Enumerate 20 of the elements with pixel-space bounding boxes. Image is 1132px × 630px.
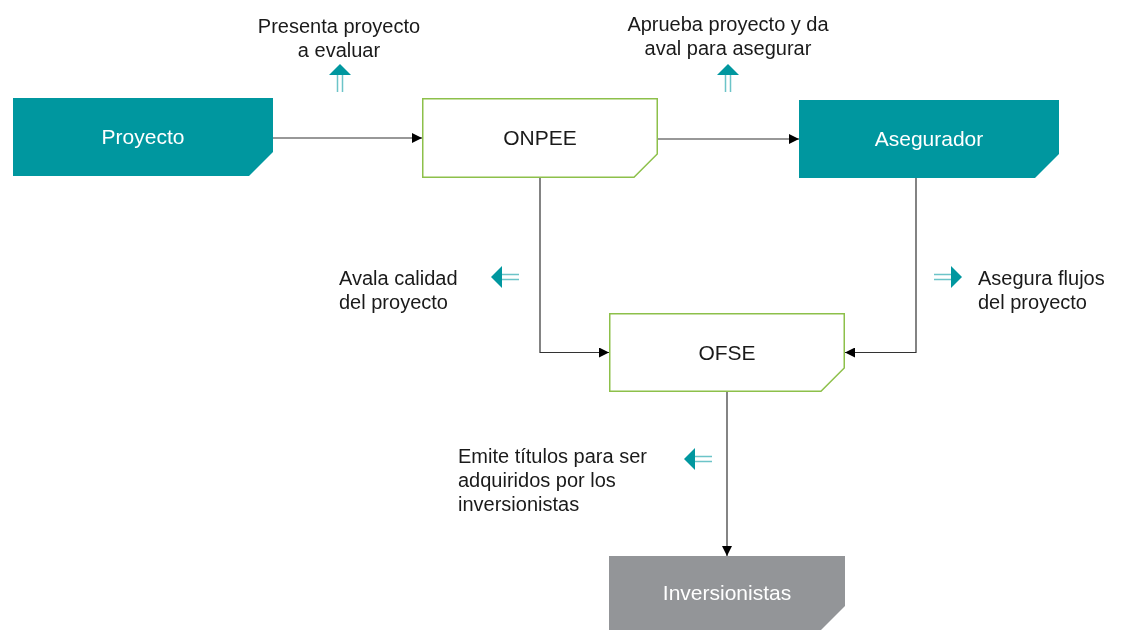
process-box [609,556,845,630]
process-box [422,98,658,178]
arrow [657,134,800,144]
arrow [539,177,610,358]
edge-label: Emite títulos para ser adquiridos por los inversionistas [458,444,648,516]
edge-label: Presenta proyecto a evaluar [256,14,422,62]
edge-label: Avala calidad del proyecto [339,266,459,314]
box-label: Asegurador [874,127,984,151]
arrow [272,133,423,143]
edge-label: Aprueba proyecto y da aval para asegurar [626,12,830,60]
arrow [722,391,732,557]
box-label: OFSE [698,340,756,365]
edge-label: Asegura flujos del proyecto [978,266,1106,314]
arrow [844,177,917,358]
process-box [609,313,845,392]
box-label: Proyecto [101,125,185,149]
process-box [799,100,1059,178]
box-label: Inversionistas [662,581,792,605]
process-box [13,98,273,176]
box-label: ONPEE [503,126,577,150]
